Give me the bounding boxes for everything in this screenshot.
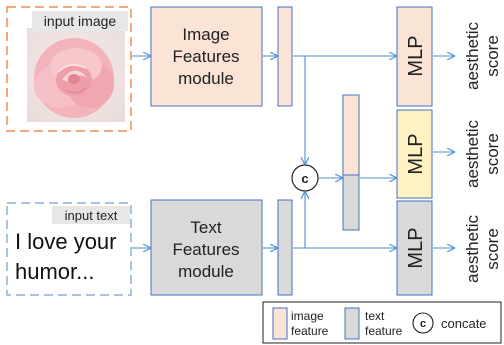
text-module-line2: Features <box>172 240 239 259</box>
legend-text-feature-line2: feature <box>365 324 403 338</box>
image-module-line3: module <box>178 69 234 88</box>
text-feature-vector <box>277 199 293 296</box>
mlp-bottom-label: MLP <box>405 227 427 268</box>
mlp-bottom <box>396 200 433 296</box>
score-top-line1: aesthetic <box>463 21 482 90</box>
legend-image-feature-line2: feature <box>291 324 329 338</box>
input-image-label-bg <box>32 11 128 31</box>
image-feature-vector <box>277 6 293 107</box>
text-features-module <box>150 199 263 296</box>
score-top-line2: score <box>483 35 502 77</box>
concat-vector-text-part <box>342 174 360 231</box>
legend-concat-label: concate <box>441 316 487 331</box>
connectors <box>132 56 454 248</box>
score-bottom: aesthetic score <box>463 214 502 283</box>
image-module-line1: Image <box>182 25 229 44</box>
concat-node-symbol: c <box>301 171 308 186</box>
concat-vector-image-part <box>342 94 360 176</box>
input-text-label-bg <box>52 206 130 224</box>
legend-concat-symbol: c <box>420 318 426 330</box>
score-top: aesthetic score <box>463 21 502 90</box>
text-module-line3: module <box>178 262 234 281</box>
score-middle-line1: aesthetic <box>463 119 482 188</box>
image-features-module <box>150 6 263 107</box>
score-middle: aesthetic score <box>463 119 502 188</box>
score-bottom-line1: aesthetic <box>463 214 482 283</box>
legend-image-feature-line1: image <box>291 309 324 323</box>
input-image-label: input image <box>44 13 117 29</box>
input-text-label: input text <box>65 208 118 223</box>
mlp-top-label: MLP <box>405 35 427 76</box>
mlp-middle <box>396 109 433 199</box>
score-middle-line2: score <box>483 133 502 175</box>
text-module-line1: Text <box>190 218 221 237</box>
image-module-line2: Features <box>172 47 239 66</box>
rose-image <box>34 38 114 118</box>
legend <box>262 301 502 344</box>
legend-text-feature-line1: text <box>365 309 385 323</box>
mlp-middle-label: MLP <box>405 133 427 174</box>
legend-concat-symbol-circle <box>412 312 434 334</box>
score-bottom-line2: score <box>483 228 502 270</box>
legend-text-feature-swatch <box>344 307 360 340</box>
mlp-top <box>396 6 433 107</box>
legend-image-feature-swatch <box>272 307 288 340</box>
